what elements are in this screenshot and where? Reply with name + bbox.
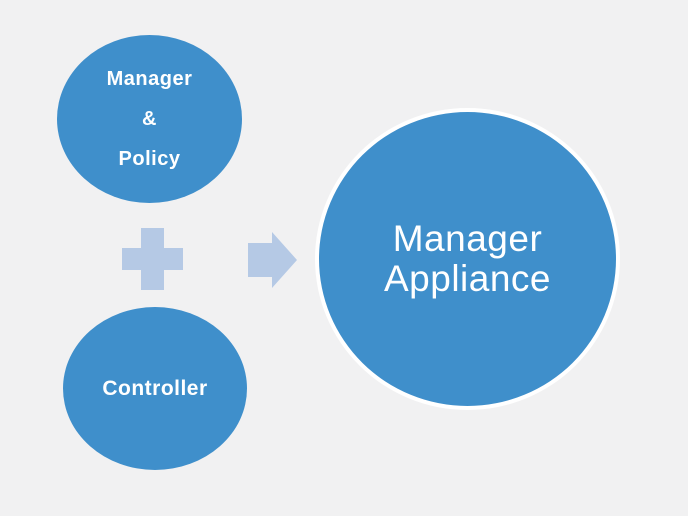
plus-vertical-bar [141,228,164,290]
plus-icon [122,228,183,290]
arrow-right-shape [248,232,297,288]
manager-appliance-circle: Manager Appliance [315,108,620,410]
controller-circle: Controller [63,307,247,470]
manager-policy-line-2: & [142,108,157,130]
controller-label: Controller [102,376,208,400]
manager-policy-line-1: Manager [106,68,193,90]
manager-appliance-line-1: Manager [392,218,543,259]
manager-appliance-line-2: Appliance [383,258,551,299]
manager-policy-line-3: Policy [118,148,181,170]
arrow-right-icon [248,232,297,288]
manager-policy-circle: Manager & Policy [57,35,242,203]
